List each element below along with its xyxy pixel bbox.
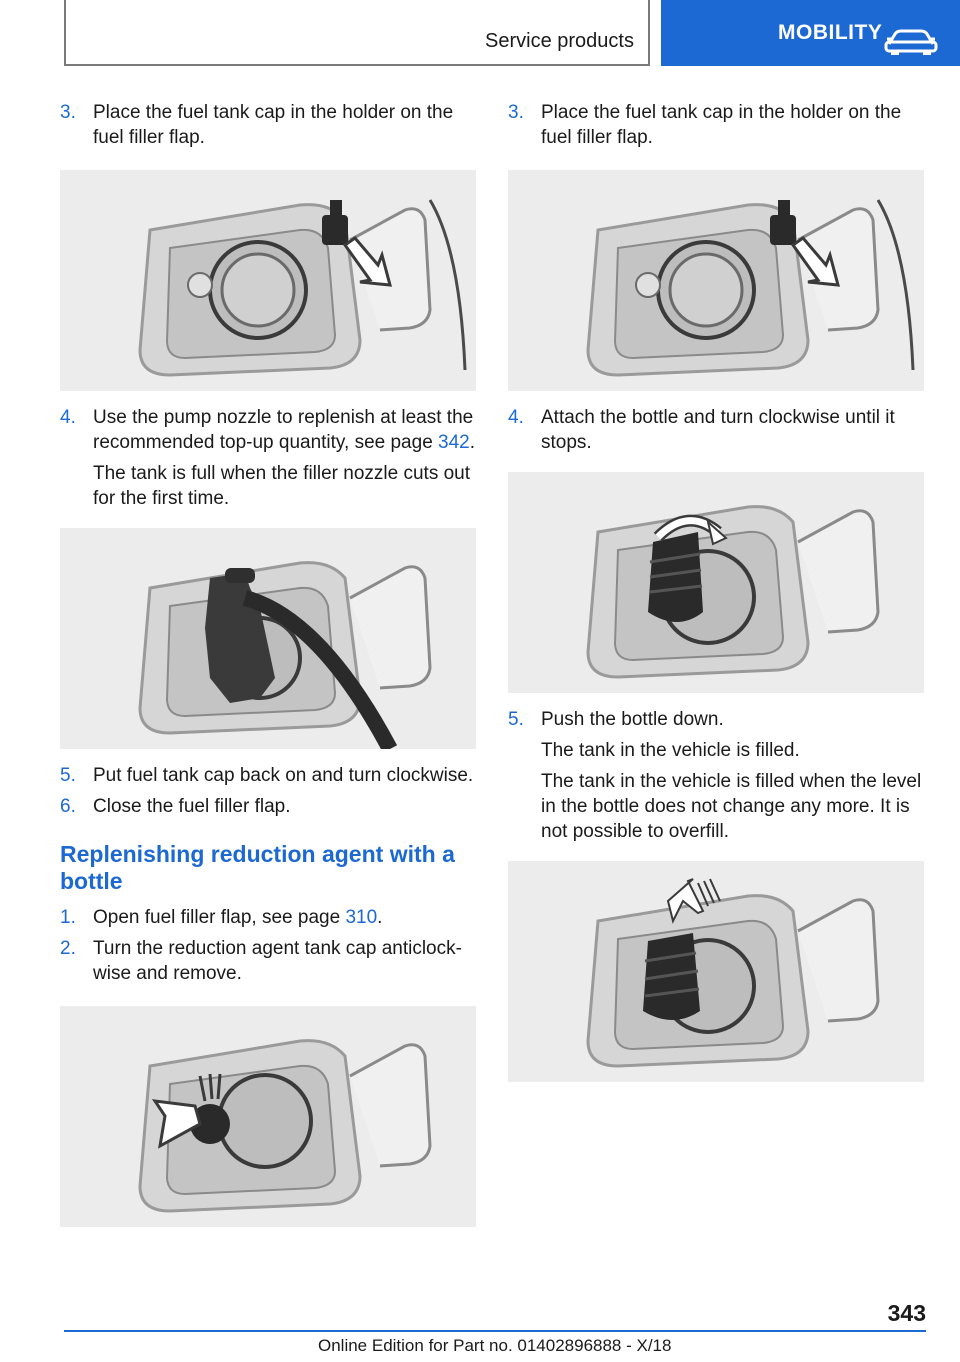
- illustration-pump-nozzle: [60, 528, 476, 749]
- step-number: 4.: [508, 407, 524, 428]
- step-4-right: 4. Attach the bottle and turn clockwise …: [508, 405, 924, 455]
- page-link-342[interactable]: 342: [438, 432, 470, 453]
- step-5-note-2: The tank in the vehicle is filled when t…: [541, 771, 922, 842]
- step-text: Place the fuel tank cap in the holder on…: [541, 102, 902, 148]
- illustration-cap-in-holder-right: [508, 170, 924, 391]
- step-text: Attach the bottle and turn clockwise unt…: [541, 407, 895, 453]
- illustration-push-bottle: [508, 861, 924, 1082]
- step-text: Close the fuel filler flap.: [93, 796, 291, 817]
- step-6-left: 6. Close the fuel filler flap.: [60, 794, 476, 819]
- step-number: 6.: [60, 796, 76, 817]
- section-heading: Replenishing reduction agent with a bott…: [60, 841, 455, 894]
- step-2-bottle: 2. Turn the reduction agent tank cap ant…: [60, 936, 476, 986]
- left-column: 3. Place the fuel tank cap in the holder…: [60, 100, 476, 1227]
- step-text: Place the fuel tank cap in the holder on…: [93, 102, 454, 148]
- step-text: Use the pump nozzle to replenish at leas…: [93, 405, 476, 455]
- step-number: 4.: [60, 407, 76, 428]
- step-4-note: The tank is full when the filler nozzle …: [93, 463, 471, 509]
- chapter-title: MOBILITY: [778, 21, 883, 44]
- page-link-310[interactable]: 310: [345, 907, 378, 928]
- step-number: 5.: [60, 765, 76, 786]
- step-number: 5.: [508, 709, 524, 730]
- illustration-attach-bottle: [508, 472, 924, 693]
- edition-text: Online Edition for Part no. 01402896888 …: [318, 1336, 672, 1355]
- step-3-right: 3. Place the fuel tank cap in the holder…: [508, 100, 924, 150]
- step-5-right: 5. Push the bottle down.: [508, 707, 924, 732]
- step-5-left: 5. Put fuel tank cap back on and turn cl…: [60, 763, 476, 788]
- header-section-box: Service products: [64, 0, 650, 66]
- step-number: 2.: [60, 938, 76, 959]
- section-title: Service products: [485, 30, 634, 52]
- step-1-bottle: 1. Open fuel filler flap, see page 310.: [60, 905, 476, 930]
- illustration-remove-cap: [60, 1006, 476, 1227]
- step-1-text: Open fuel filler flap, see page: [93, 907, 341, 928]
- step-number: 1.: [60, 907, 76, 928]
- step-4-period: .: [469, 432, 476, 453]
- step-number: 3.: [508, 102, 524, 123]
- step-5-note-1: The tank in the vehicle is filled.: [541, 740, 800, 761]
- step-text: Open fuel filler flap, see page 310.: [93, 905, 476, 930]
- right-column: 3. Place the fuel tank cap in the holder…: [508, 100, 924, 1082]
- illustration-cap-in-holder: [60, 170, 476, 391]
- chapter-tab[interactable]: MOBILITY: [661, 0, 960, 66]
- step-text: Put fuel tank cap back on and turn clock…: [93, 765, 474, 786]
- step-text: Turn the reduction agent tank cap anticl…: [93, 938, 462, 984]
- step-1-period: .: [377, 907, 383, 928]
- footer-divider: [64, 1330, 926, 1332]
- step-text: Push the bottle down.: [541, 709, 724, 730]
- step-4-left: 4. Use the pump nozzle to replenish at l…: [60, 405, 476, 455]
- car-icon: [884, 29, 938, 55]
- step-4-text: Use the pump nozzle to replenish at leas…: [93, 407, 474, 453]
- step-number: 3.: [60, 102, 76, 123]
- step-3-left: 3. Place the fuel tank cap in the holder…: [60, 100, 476, 150]
- page-number: 343: [887, 1300, 926, 1326]
